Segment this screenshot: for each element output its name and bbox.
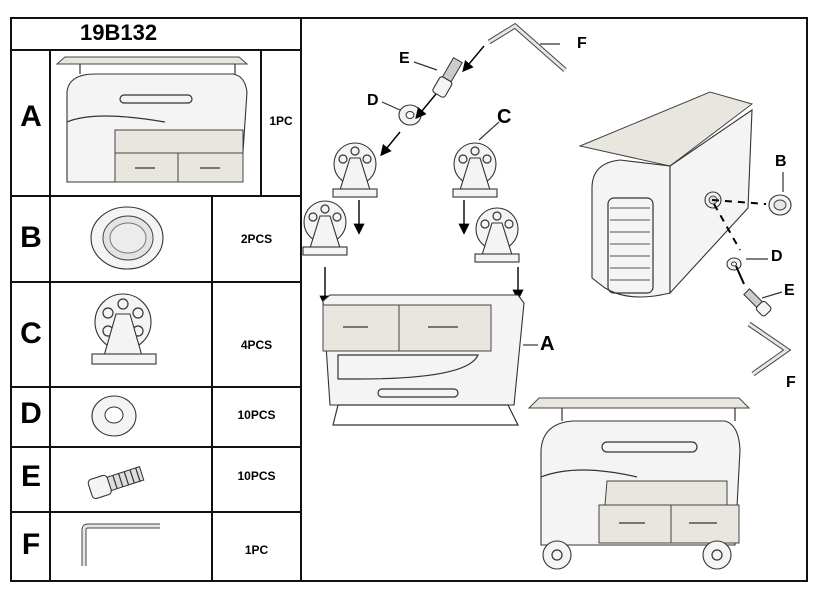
leader-line	[413, 61, 438, 71]
leader-line	[478, 121, 500, 141]
part-quantity-e: 10PCS	[237, 469, 276, 483]
model-code: 19B132	[80, 20, 158, 45]
washer-diagram-right	[726, 257, 742, 271]
part-letter-f: F	[21, 528, 41, 561]
assembly-sheet-frame	[10, 17, 808, 582]
callout-b-right: B	[775, 153, 787, 170]
callout-e-top: E	[399, 50, 410, 67]
table-divider	[211, 195, 213, 582]
part-quantity-d: 10PCS	[237, 408, 276, 422]
caster-wheel-icon	[91, 293, 157, 365]
table-divider	[49, 49, 51, 582]
assembly-guide-lines	[711, 199, 767, 285]
caster-wheel-shape	[91, 293, 157, 365]
allen-key-diagram	[487, 22, 567, 72]
table-divider	[10, 281, 301, 283]
leader-line	[381, 101, 401, 111]
caster-wheel-diagram-3	[452, 142, 498, 198]
allen-key-icon	[81, 523, 160, 566]
table-divider	[10, 49, 301, 51]
bolt-diagram	[432, 56, 463, 98]
bolt-icon	[87, 466, 145, 500]
caster-wheel-diagram-4	[474, 207, 520, 263]
table-divider	[300, 17, 302, 582]
table-divider	[10, 446, 301, 448]
assembly-arrows-top	[319, 45, 524, 307]
tractor-cabinet-icon	[55, 56, 249, 183]
bolt-diagram-right	[743, 288, 772, 317]
allen-key-diagram-right	[747, 321, 792, 377]
part-quantity-f: 1PC	[244, 543, 269, 557]
callout-d-top: D	[367, 92, 379, 109]
caster-wheel-diagram-1	[332, 142, 378, 198]
leader-line	[746, 258, 768, 260]
callout-f-top: F	[577, 35, 587, 52]
leader-line	[782, 172, 784, 192]
caster-wheel-diagram-2	[302, 200, 348, 256]
table-divider	[10, 386, 301, 388]
callout-a: A	[540, 333, 555, 355]
table-divider	[10, 511, 301, 513]
callout-c: C	[497, 106, 512, 128]
headlight-icon	[90, 206, 164, 270]
leader-line	[523, 344, 538, 346]
callout-e-right: E	[784, 282, 795, 299]
part-letter-b: B	[20, 221, 42, 254]
callout-f-right: F	[786, 374, 796, 391]
part-letter-a: A	[20, 100, 42, 133]
part-quantity-a: 1PC	[269, 114, 293, 128]
leader-line	[761, 291, 783, 299]
table-divider	[10, 195, 301, 197]
callout-d-right: D	[771, 248, 783, 265]
cabinet-perspective	[578, 91, 754, 298]
headlight-diagram	[768, 194, 792, 216]
part-letter-d: D	[20, 397, 42, 430]
table-divider	[260, 49, 262, 195]
washer-icon	[91, 395, 137, 437]
cabinet-upside-down	[322, 294, 525, 426]
part-quantity-b: 2PCS	[240, 232, 273, 246]
part-letter-c: C	[20, 317, 42, 350]
cabinet-assembled	[527, 397, 751, 570]
part-letter-e: E	[20, 460, 41, 493]
part-quantity-c: 4PCS	[240, 338, 273, 352]
